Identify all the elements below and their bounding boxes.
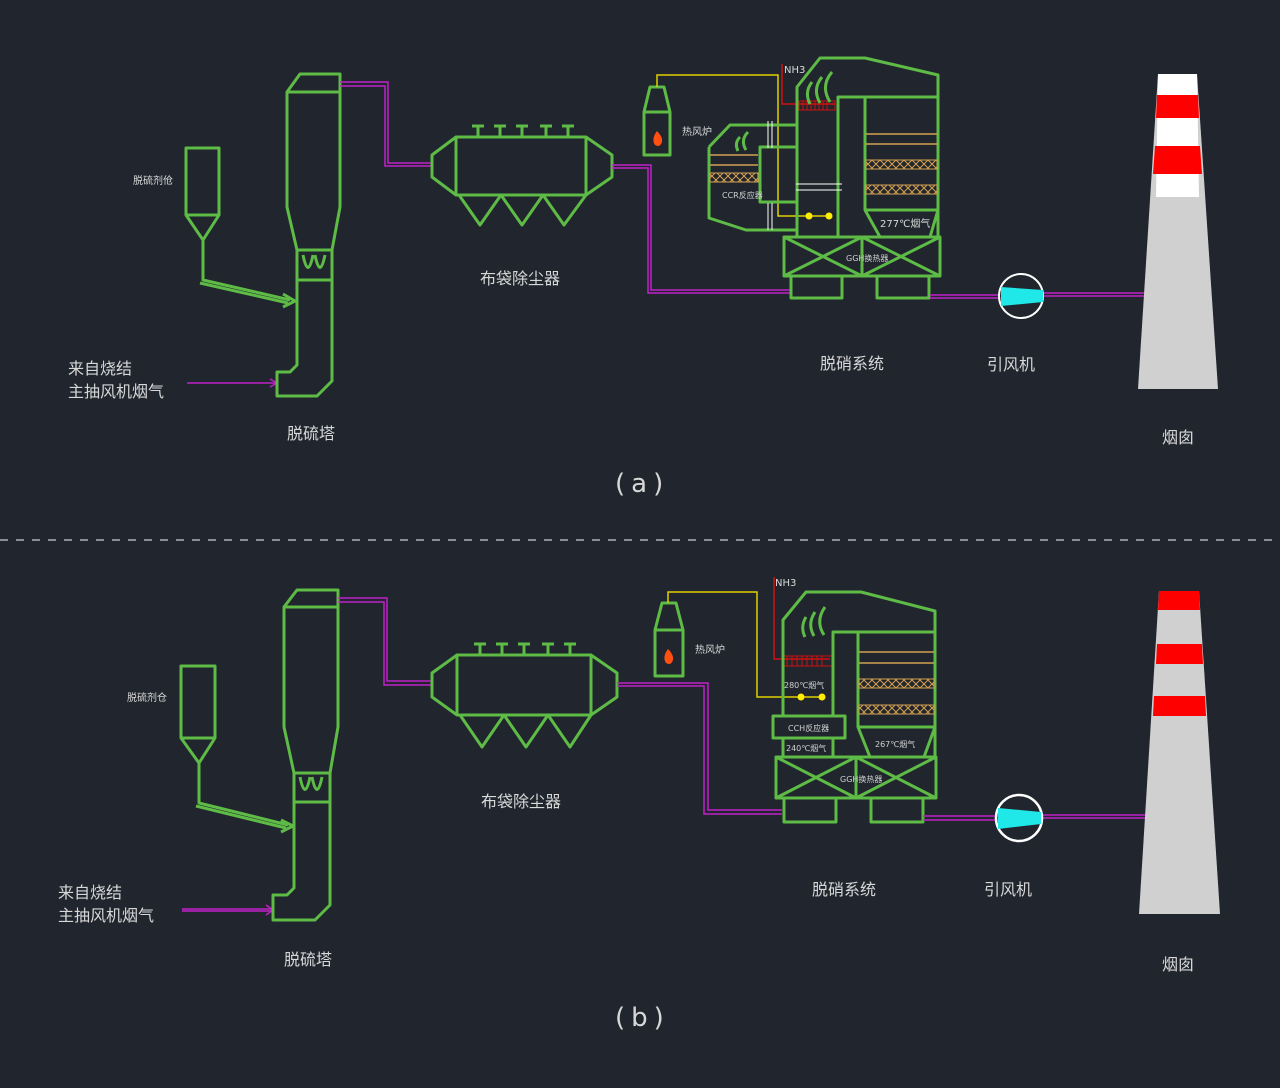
panel-b: 脱硫剂仓 来自烧结 主抽风机烟气 脱硫塔 布袋除尘器 热风炉 NH3 280℃烟… bbox=[58, 577, 1220, 1033]
ggh-label: GGH换热器 bbox=[840, 774, 882, 784]
chimney-label: 烟囱 bbox=[1162, 428, 1194, 447]
silo-label: 脱硫剂伧 bbox=[133, 174, 173, 187]
cch-reactor-label: CCH反应器 bbox=[788, 723, 829, 733]
duct-tower-to-filter bbox=[338, 597, 432, 686]
inlet-duct bbox=[182, 904, 275, 916]
chimney bbox=[1139, 591, 1220, 914]
desulfurizer-silo bbox=[179, 664, 295, 834]
inlet-label-line2: 主抽风机烟气 bbox=[68, 382, 164, 401]
tower-label: 脱硫塔 bbox=[284, 950, 332, 969]
flame-icon bbox=[653, 131, 663, 146]
hot-stove bbox=[653, 601, 685, 678]
denitration-system bbox=[707, 56, 942, 300]
hot-stove bbox=[642, 85, 672, 157]
fan-icon bbox=[998, 273, 1044, 319]
hot-air-line bbox=[667, 591, 824, 698]
fan-label: 引风机 bbox=[984, 880, 1032, 899]
inlet-duct bbox=[187, 378, 279, 388]
hot-stove-label: 热风炉 bbox=[695, 643, 725, 656]
desulfurization-tower bbox=[275, 72, 342, 398]
caption-a: (a) bbox=[615, 469, 669, 499]
nh3-line bbox=[781, 64, 835, 105]
bag-filter-label: 布袋除尘器 bbox=[481, 792, 561, 811]
duct-filter-to-ggh bbox=[617, 682, 782, 815]
desulfurizer-silo bbox=[184, 146, 297, 309]
ggh-label: GGH换热器 bbox=[846, 253, 888, 263]
fan-icon bbox=[994, 793, 1044, 843]
bag-filter-label: 布袋除尘器 bbox=[480, 269, 560, 288]
flame-icon bbox=[664, 649, 674, 664]
denitration-system bbox=[771, 590, 938, 824]
desulfurization-tower bbox=[271, 588, 340, 922]
duct-to-chimney bbox=[923, 814, 1145, 821]
duct-tower-to-filter bbox=[340, 81, 432, 167]
silo-label: 脱硫剂仓 bbox=[127, 691, 167, 704]
denitration-label: 脱硝系统 bbox=[820, 354, 884, 373]
inlet-label-line1: 来自烧结 bbox=[68, 359, 132, 378]
panel-a: 脱硫剂伧 来自烧结 主抽风机烟气 脱硫塔 布袋除尘器 热风炉 NH3 CCR反应… bbox=[68, 56, 1218, 499]
hot-stove-label: 热风炉 bbox=[682, 125, 712, 138]
bag-filter bbox=[430, 124, 614, 227]
fan-label: 引风机 bbox=[987, 355, 1035, 374]
flue-gas-temp-label: 277℃烟气 bbox=[880, 217, 930, 230]
inlet-label-line2: 主抽风机烟气 bbox=[58, 906, 154, 925]
tower-label: 脱硫塔 bbox=[287, 424, 335, 443]
nh3-label: NH3 bbox=[775, 578, 796, 589]
temp-280-label: 280℃烟气 bbox=[784, 680, 824, 690]
nh3-label: NH3 bbox=[784, 65, 805, 76]
chimney bbox=[1138, 74, 1218, 389]
inlet-label-line1: 来自烧结 bbox=[58, 883, 122, 902]
ccr-reactor-label: CCR反应器 bbox=[722, 190, 763, 200]
nh3-line bbox=[773, 577, 830, 660]
chimney-label: 烟囱 bbox=[1162, 955, 1194, 974]
duct-to-chimney bbox=[930, 292, 1145, 299]
temp-267-label: 267℃烟气 bbox=[875, 739, 915, 749]
hot-air-line bbox=[656, 74, 828, 217]
caption-b: (b) bbox=[615, 1003, 670, 1033]
denitration-label: 脱硝系统 bbox=[812, 880, 876, 899]
bag-filter bbox=[430, 642, 619, 749]
duct-filter-to-ggh bbox=[612, 164, 790, 294]
temp-240-label: 240℃烟气 bbox=[786, 743, 826, 753]
